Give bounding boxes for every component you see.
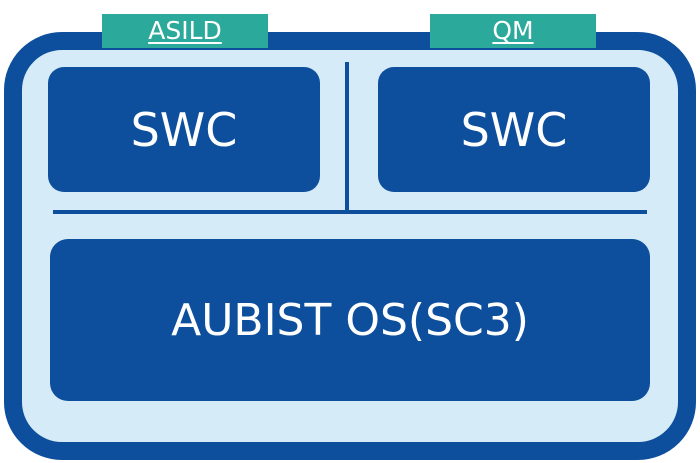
partition-divider-vertical — [345, 62, 349, 212]
swc-block-qm: SWC — [378, 67, 650, 192]
layer-divider-horizontal — [53, 210, 647, 214]
os-block-label: AUBIST OS(SC3) — [171, 294, 529, 346]
swc-block-asild-label: SWC — [130, 102, 238, 157]
asild-tag: ASILD — [102, 14, 268, 48]
swc-block-asild: SWC — [48, 67, 320, 192]
swc-block-qm-label: SWC — [460, 102, 568, 157]
qm-tag: QM — [430, 14, 596, 48]
os-block: AUBIST OS(SC3) — [50, 239, 650, 401]
